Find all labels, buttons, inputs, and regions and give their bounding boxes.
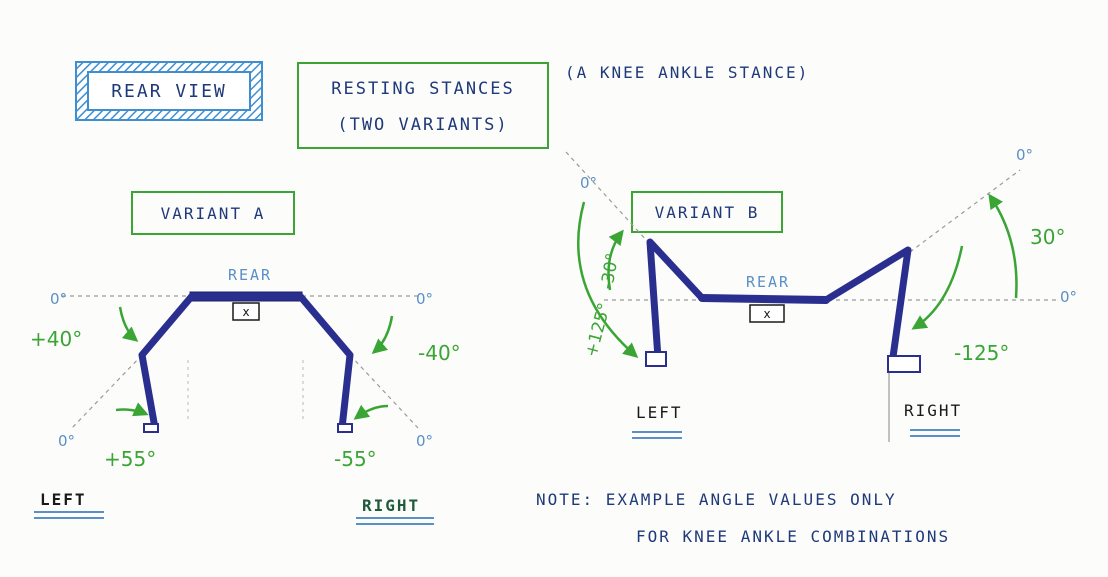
- variant-a-ankle-left-label: +55°: [104, 447, 156, 471]
- variant-a-left-label: LEFT: [40, 490, 87, 509]
- variant-a-center-box: [232, 302, 260, 321]
- variant-b-left-leg: [646, 238, 706, 362]
- variant-b-zero-mark: 0°: [1060, 288, 1077, 306]
- variant-b-right-knee-arrow: [988, 193, 1018, 299]
- variant-b-label: VARIANT B: [655, 203, 760, 222]
- variant-b-zero-mark: 0°: [580, 174, 597, 192]
- variant-b-center-box: [749, 304, 785, 323]
- variant-a-knee-right-label: -40°: [418, 341, 461, 365]
- variant-a-knee-left-arrow: [118, 306, 139, 342]
- variant-b-left-knee-arrow: [607, 229, 624, 291]
- variant-b-left-label: LEFT: [636, 403, 683, 422]
- variant-a: VARIANT A REAR x 0° 0° 0° 0° +40° -40° +…: [30, 191, 461, 525]
- rear-view-box: REAR VIEW: [75, 61, 263, 121]
- variant-a-center-mark: x: [242, 305, 249, 319]
- variant-b-zero-mark: 0°: [1016, 146, 1033, 164]
- variant-a-label-box: [131, 191, 295, 235]
- variant-a-rear-label: REAR: [228, 266, 272, 284]
- variant-b-left-foot: [645, 351, 667, 367]
- variant-a-zero-mark: 0°: [50, 290, 67, 308]
- variant-a-zero-mark: 0°: [58, 432, 75, 450]
- variant-b-center-mark: x: [763, 307, 770, 321]
- variant-b-body: [698, 294, 830, 304]
- heading-line2: (TWO VARIANTS): [337, 115, 508, 135]
- heading-box: RESTING STANCES (TWO VARIANTS): [297, 62, 549, 149]
- variant-a-left-foot: [143, 423, 159, 433]
- variant-a-left-leg: [138, 292, 196, 432]
- note-line2: FOR KNEE ANKLE COMBINATIONS: [636, 527, 950, 546]
- variant-a-label: VARIANT A: [161, 204, 266, 223]
- note-line1: NOTE: EXAMPLE ANGLE VALUES ONLY: [536, 490, 897, 509]
- variant-b-left-knee-label: -30°: [597, 252, 623, 291]
- variant-b-rear-label: REAR: [746, 273, 790, 291]
- variant-b-right-ankle-label: -125°: [954, 341, 1009, 365]
- variant-a-right-leg: [296, 292, 354, 432]
- subheading: (A KNEE ANKLE STANCE): [565, 63, 809, 82]
- variant-a-ankle-right-label: -55°: [334, 447, 377, 471]
- variant-b-right-ankle-arrow: [911, 245, 964, 330]
- variant-a-knee-right-arrow: [371, 315, 394, 354]
- variant-a-ankle-right-arrow: [353, 404, 389, 420]
- variant-a-body: [189, 291, 303, 302]
- rear-view-title: REAR VIEW: [111, 81, 227, 102]
- variant-a-right-label: RIGHT: [362, 496, 420, 515]
- variant-b-right-leg: [822, 246, 912, 368]
- variant-a-zero-mark: 0°: [416, 432, 433, 450]
- variant-b-right-foot: [887, 355, 921, 373]
- variant-a-ankle-left-arrow: [115, 402, 149, 417]
- variant-b-left-ankle-arrow: [577, 201, 639, 358]
- variant-a-zero-mark: 0°: [416, 290, 433, 308]
- heading-line1: RESTING STANCES: [331, 79, 515, 99]
- note: NOTE: EXAMPLE ANGLE VALUES ONLY FOR KNEE…: [536, 490, 950, 546]
- variant-a-right-foot: [337, 423, 353, 433]
- variant-b-right-knee-label: 30°: [1030, 225, 1065, 249]
- variant-b-right-label: RIGHT: [904, 401, 962, 420]
- variant-b-label-box: [631, 191, 783, 233]
- variant-a-knee-left-label: +40°: [30, 327, 82, 351]
- variant-b: VARIANT B REAR x 0° 0° 0° -30° +125° 30°…: [565, 146, 1077, 442]
